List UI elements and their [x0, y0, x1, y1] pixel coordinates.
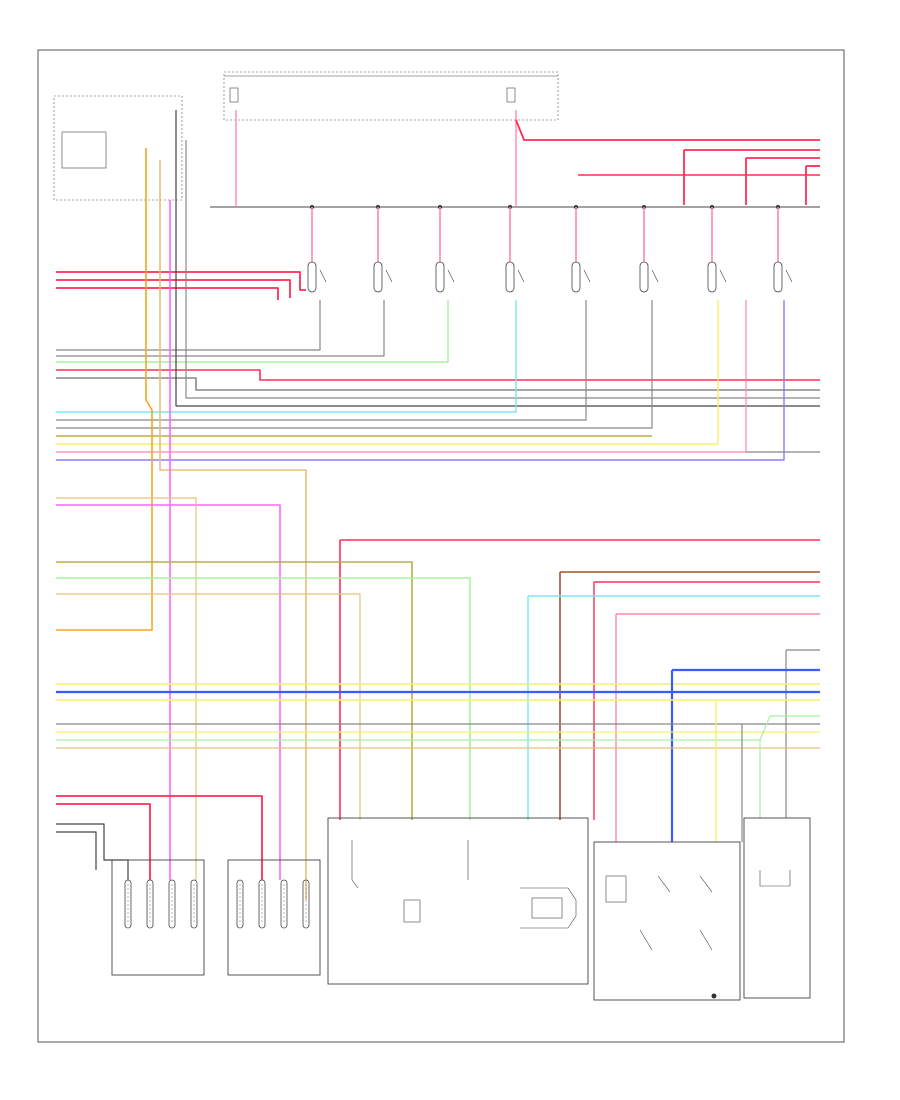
diagram-frame	[37, 49, 845, 1043]
red-feed-top	[515, 119, 820, 141]
sensor-pin	[302, 879, 310, 929]
gray-sig-1	[56, 300, 321, 351]
transmission-range-switch-box	[593, 841, 741, 1001]
sensor-pin	[124, 879, 132, 929]
relay-contact	[719, 269, 727, 283]
relay-coil	[435, 261, 445, 293]
fuse-left	[229, 87, 239, 103]
gray-sig-4	[185, 140, 820, 399]
range-switch-arm-3	[639, 929, 653, 951]
relay-group	[307, 205, 793, 293]
trans-switch-1-arm	[351, 879, 359, 889]
relay-coil	[639, 261, 649, 293]
relay-contact	[447, 269, 455, 283]
red-left-3	[56, 287, 279, 300]
magenta-vertical-2	[56, 504, 281, 880]
gray-sig-3	[56, 377, 820, 391]
engine-control-module-box	[53, 95, 183, 201]
sensor-pin	[146, 879, 154, 929]
right-sensor-box	[227, 859, 321, 976]
sensor-pin	[168, 879, 176, 929]
red-left-2	[56, 279, 291, 298]
fuse-right	[506, 87, 516, 103]
pressure-sensor-box	[531, 897, 563, 919]
gray-sig-2	[56, 300, 385, 357]
relay-coil	[707, 261, 717, 293]
cyan-sig	[56, 300, 517, 413]
relay-coil	[373, 261, 383, 293]
pressure-sensor-symbol	[520, 887, 577, 929]
automatic-transmission-box	[327, 817, 589, 985]
gray-sig-5	[56, 300, 587, 421]
yellow-sig	[56, 300, 719, 445]
lgreen-sig	[56, 300, 449, 363]
red-lower-1	[56, 795, 263, 880]
red-sig	[56, 369, 820, 381]
relay-coil	[773, 261, 783, 293]
range-switch-arm-4	[699, 929, 713, 951]
tan-mid	[56, 593, 361, 820]
orange-vertical	[56, 148, 153, 631]
right-module-box	[743, 817, 811, 999]
tan-vertical	[159, 160, 307, 900]
left-sensor-box	[111, 859, 205, 976]
red-left-1	[56, 271, 306, 291]
violet-sig	[56, 300, 785, 461]
tan-vertical-2	[56, 497, 197, 880]
sensor-pin	[258, 879, 266, 929]
sensor-pin	[236, 879, 244, 929]
relay-coil	[505, 261, 515, 293]
right-sensor-pins	[236, 879, 310, 929]
relay-contact	[651, 269, 659, 283]
trans-solenoid	[403, 899, 421, 923]
lgreen-bundle	[56, 715, 820, 741]
fuse-block	[223, 71, 559, 121]
range-switch-contact	[605, 875, 627, 903]
dgray-sig	[175, 110, 820, 407]
black-lower-2	[56, 831, 97, 870]
relay-contact	[385, 269, 393, 283]
relay-coil	[307, 261, 317, 293]
range-switch-arm-1	[657, 875, 671, 893]
right-module-switch	[759, 870, 791, 887]
sensor-pin	[190, 879, 198, 929]
relay-coil	[571, 261, 581, 293]
lgreen-mid	[56, 577, 471, 820]
relay-contact	[785, 269, 793, 283]
left-sensor-pins	[124, 879, 198, 929]
wire-group	[56, 110, 820, 900]
red-lower-2	[56, 803, 151, 880]
relay-contact	[319, 269, 327, 283]
sensor-pin	[280, 879, 288, 929]
black-lower-1	[56, 823, 129, 880]
range-switch-arm-2	[699, 875, 713, 893]
module-connector-block	[61, 131, 107, 169]
olive-mid	[56, 561, 413, 820]
relay-contact	[583, 269, 591, 283]
ground-point	[711, 993, 717, 999]
relay-contact	[517, 269, 525, 283]
gray-sig-6	[56, 300, 653, 429]
